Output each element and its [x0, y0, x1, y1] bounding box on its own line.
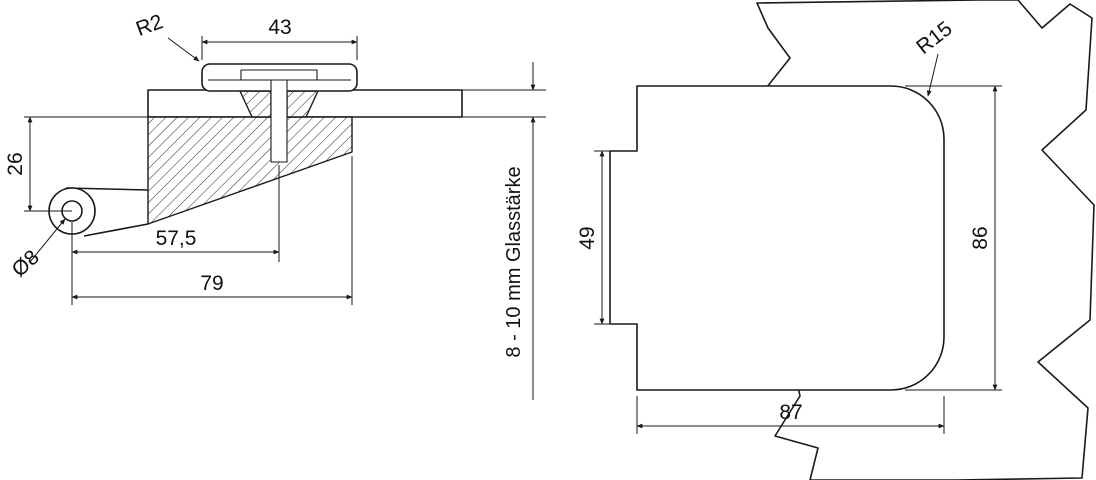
- dim-notch-height: 49: [576, 150, 610, 325]
- leader-line: [926, 53, 939, 97]
- leader-line: [29, 218, 66, 263]
- dim-label-screw-offset: 57,5: [156, 227, 197, 250]
- side-view: 43 R2 26 Ø8 57,5 79: [4, 10, 546, 400]
- dim-label-cap-width: 43: [268, 16, 291, 39]
- dim-body-height: 86: [905, 85, 1002, 391]
- dim-cap-radius: R2: [133, 10, 200, 62]
- clamp-jaw-left: [239, 90, 272, 118]
- dim-label-body-height: 86: [969, 226, 992, 249]
- leader-line: [167, 37, 200, 62]
- screw-head: [240, 69, 318, 81]
- clamp-jaw-right: [286, 90, 319, 118]
- dim-body-width: 87: [636, 396, 945, 434]
- dim-label-glass-thickness: 8 - 10 mm Glasstärke: [503, 166, 525, 357]
- dim-label-total-length: 79: [200, 272, 223, 295]
- dim-glass-thickness: 8 - 10 mm Glasstärke: [462, 62, 546, 400]
- dim-cap-width: 43: [201, 16, 358, 60]
- dim-label-notch-height: 49: [576, 226, 599, 249]
- clamp-body-front: [609, 85, 945, 391]
- dim-total-length: 79: [71, 156, 353, 305]
- clamp-wedge-section: [147, 116, 353, 225]
- dim-label-body-width: 87: [779, 401, 802, 424]
- dim-screw-offset: 57,5: [71, 165, 280, 305]
- pivot-arm-bottom-edge: [83, 223, 149, 237]
- pivot-arm-top-edge: [65, 187, 149, 191]
- dim-pivot-height: 26: [4, 116, 148, 212]
- dim-label-cap-radius: R2: [133, 10, 166, 41]
- front-view: R15 49 86 87: [576, 0, 1095, 480]
- screw-shaft: [270, 79, 288, 163]
- dim-label-pivot-height: 26: [4, 152, 27, 175]
- dim-corner-radius: R15: [912, 17, 957, 97]
- dim-label-corner-radius: R15: [912, 17, 957, 59]
